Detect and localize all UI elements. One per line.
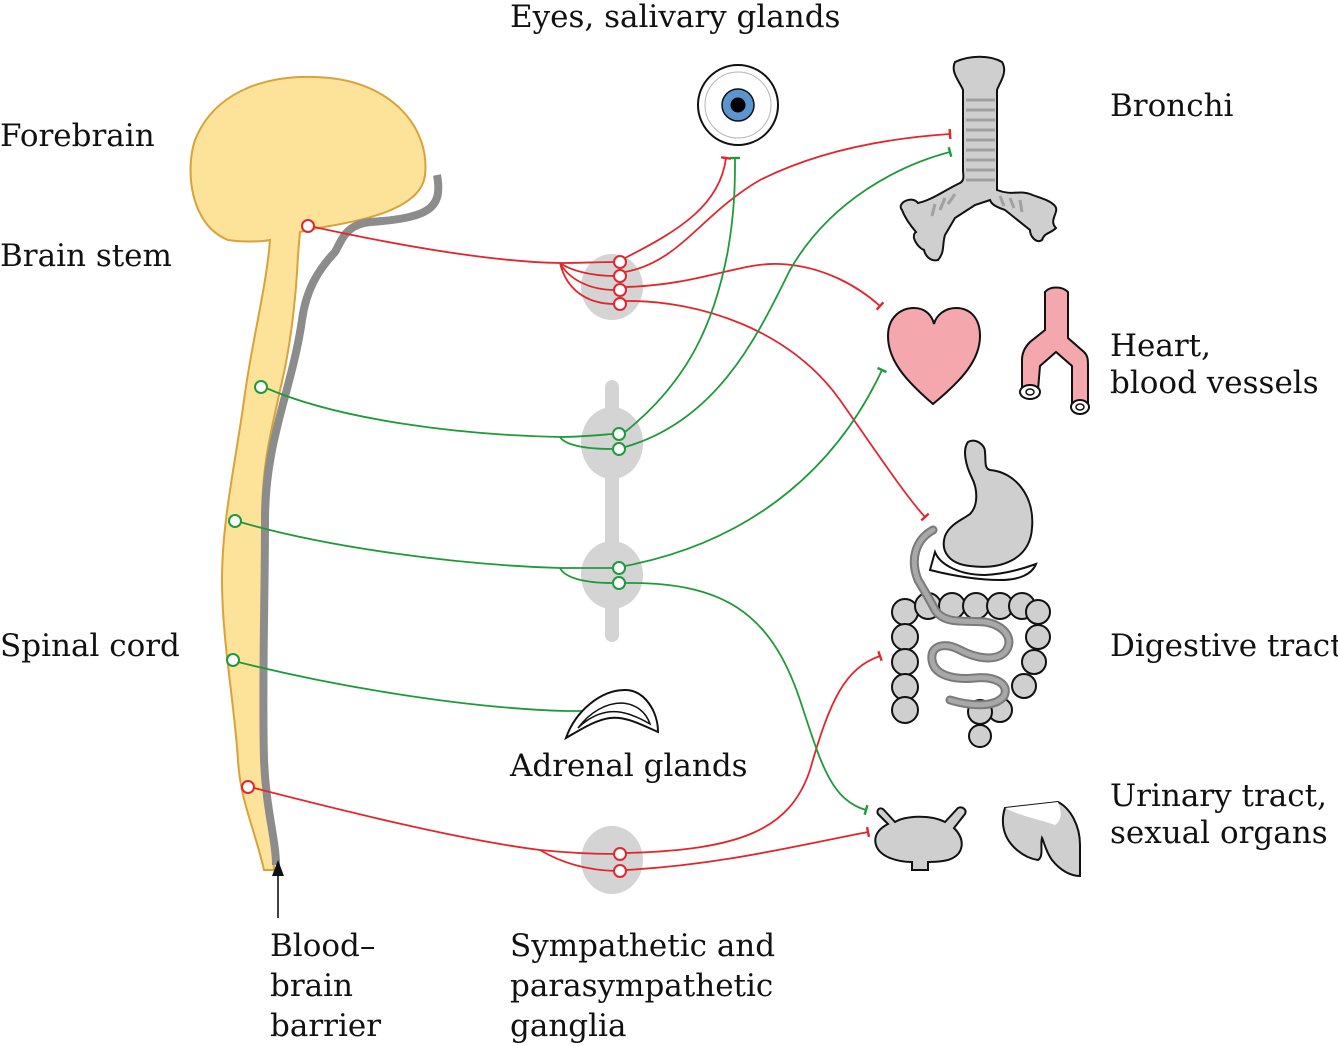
neuron-thoracic-1: [254, 380, 268, 394]
ganglion-bottom: [581, 826, 643, 894]
intestine-icon: [891, 525, 1051, 748]
bronchi-icon: [899, 55, 1058, 262]
preganglionic-branch-2: [559, 262, 616, 291]
label-bronchi: Bronchi: [1110, 88, 1234, 124]
neuron-ganglion-4: [613, 297, 627, 311]
neuron-brainstem: [301, 219, 315, 233]
label-brain-stem: Brain stem: [0, 238, 172, 274]
label-eyes: Eyes, salivary glands: [510, 0, 840, 35]
label-ganglia-1: Sympathetic and: [510, 928, 775, 964]
sympathetic-neurons: [226, 380, 626, 667]
label-bbb-2: brain: [270, 968, 353, 1004]
preganglionic-adrenal: [237, 661, 598, 712]
preganglionic-thoracic-2-branch: [559, 567, 613, 584]
postganglionic-urinary: [624, 826, 871, 871]
parasympathetic-pathways: [253, 128, 952, 872]
neuron-ganglion-b: [612, 442, 626, 456]
blood-vessel-icon: [1019, 286, 1090, 415]
adrenal-gland-icon: [564, 688, 660, 741]
label-urinary-2: sexual organs: [1110, 815, 1328, 851]
label-adrenal: Adrenal glands: [509, 748, 748, 784]
preganglionic-thoracic-1: [265, 387, 613, 438]
preganglionic-branch-1: [559, 262, 616, 277]
preganglionic-branch-3: [559, 262, 616, 305]
label-bbb-3: barrier: [270, 1008, 381, 1044]
label-ganglia-3: ganglia: [510, 1008, 626, 1044]
sexual-organ-icon: [1001, 800, 1081, 878]
ganglion-upper-mid: [581, 407, 643, 479]
neuron-ganglion-1: [613, 255, 627, 269]
postganglionic-bronchi: [624, 128, 952, 273]
neuron-sacral: [241, 780, 255, 794]
postganglionic-heart: [624, 263, 885, 311]
blood-brain-barrier-arrowhead: [272, 860, 284, 876]
label-heart-2: blood vessels: [1110, 365, 1319, 401]
brain-and-spinal-cord-shape: [189, 75, 427, 871]
neuron-ganglion-d: [612, 576, 626, 590]
label-urinary-1: Urinary tract,: [1110, 778, 1327, 814]
postganglionic-digestive-lower: [624, 650, 883, 854]
preganglionic-thoracic-1-branch: [559, 436, 613, 450]
label-heart-1: Heart,: [1110, 328, 1211, 364]
parasympathetic-neurons: [241, 219, 627, 878]
ganglion-top: [581, 254, 643, 320]
neuron-lumbar: [226, 653, 240, 667]
ganglia: [581, 254, 643, 894]
central-nervous-system: [189, 75, 443, 918]
blood-brain-barrier-line: [259, 174, 443, 866]
postganglionic-bronchi: [624, 146, 953, 448]
neuron-ganglion-a: [612, 427, 626, 441]
postganglionic-urinary: [624, 582, 869, 816]
neuron-thoracic-2: [228, 514, 242, 528]
preganglionic-thoracic-2: [239, 521, 612, 569]
label-spinal-cord: Spinal cord: [0, 628, 180, 664]
neuron-ganglion-c: [612, 561, 626, 575]
neuron-ganglion-3: [613, 283, 627, 297]
stomach-icon: [928, 439, 1038, 582]
preganglionic-sacral-branch: [539, 849, 616, 872]
preganglionic-brainstem: [313, 226, 616, 264]
eye-icon: [697, 64, 779, 146]
postganglionic-heart: [624, 366, 888, 567]
bladder-icon: [874, 806, 967, 871]
sympathetic-pathways: [237, 146, 953, 816]
neuron-ganglion-5: [613, 847, 627, 861]
preganglionic-sacral: [253, 787, 616, 855]
postganglionic-eye: [624, 156, 732, 259]
neuron-ganglion-2: [613, 269, 627, 283]
label-bbb-1: Blood–: [270, 928, 375, 964]
neuron-ganglion-6: [613, 864, 627, 878]
label-forebrain: Forebrain: [0, 118, 155, 154]
ganglion-lower-mid: [581, 541, 643, 609]
postganglionic-digestive: [624, 300, 930, 522]
heart-icon: [886, 306, 982, 406]
label-ganglia-2: parasympathetic: [510, 968, 773, 1004]
label-digestive: Digestive tract: [1110, 628, 1338, 664]
postganglionic-eye: [624, 156, 741, 433]
